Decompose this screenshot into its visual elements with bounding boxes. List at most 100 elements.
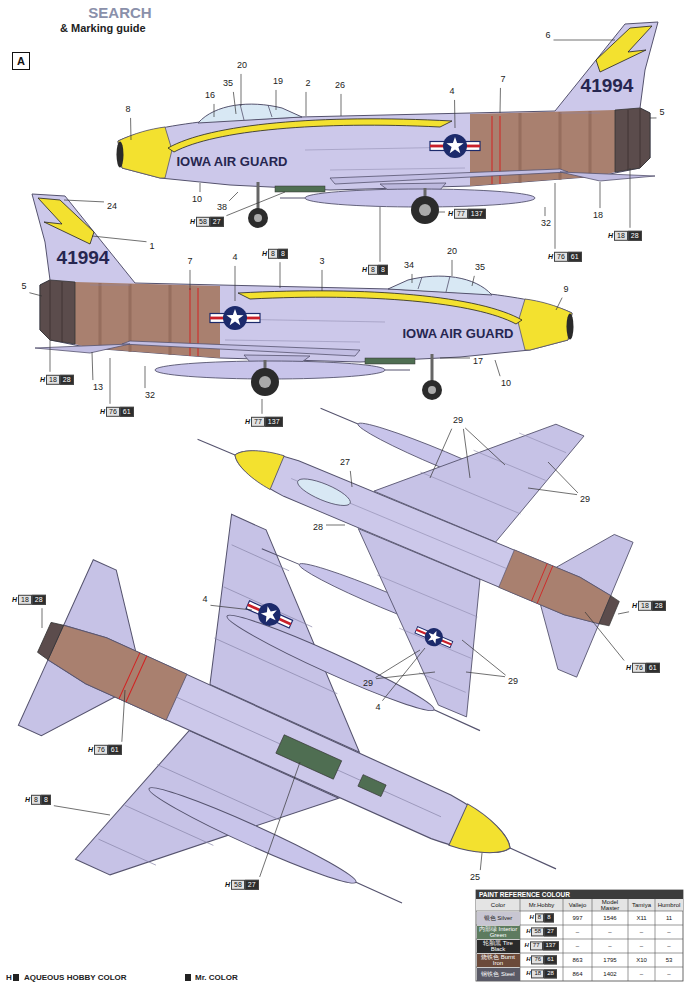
leader-line xyxy=(465,428,505,465)
paint-code: H xyxy=(626,664,631,672)
paint-code: H xyxy=(100,408,105,416)
table-cell: X11 xyxy=(636,915,646,922)
paint-code: 27 xyxy=(210,217,224,227)
callout-number: 28 xyxy=(313,523,323,533)
table-header: Vallejo xyxy=(563,899,592,911)
paint-code: 28 xyxy=(628,231,642,241)
table-frame xyxy=(476,890,683,981)
table-cell: 1795 xyxy=(603,957,616,964)
paint-callout: H7661 xyxy=(100,407,134,417)
leader-line xyxy=(466,672,505,677)
paint-code: 77 xyxy=(251,417,265,427)
callout-number: 1 xyxy=(149,242,154,252)
callout-number: 10 xyxy=(501,379,511,389)
callout-number: 2 xyxy=(305,79,310,89)
table-heading: PAINT REFERENCE COLOUR xyxy=(479,891,570,898)
section-letter-box: A xyxy=(12,52,30,70)
fuselage-marking: 41994 xyxy=(57,248,110,269)
leader-line xyxy=(548,462,578,493)
table-header: Color xyxy=(476,899,520,911)
callout-number: 5 xyxy=(659,108,664,118)
paint-code: 77 xyxy=(454,209,468,219)
leader-line xyxy=(110,358,111,404)
paint-code: 18 xyxy=(531,969,544,978)
paint-code: H xyxy=(632,602,637,610)
table-cell: – xyxy=(640,943,643,950)
leader-line xyxy=(438,212,445,213)
leader-line xyxy=(630,168,631,228)
national-insignia xyxy=(413,621,455,653)
leader-line xyxy=(200,183,201,192)
paint-code: 18 xyxy=(638,601,652,611)
top-view xyxy=(139,299,673,754)
legend-swatch: 轮胎黑 Tire Black xyxy=(477,940,520,953)
paint-code: 76 xyxy=(554,252,568,262)
callout-number: 6 xyxy=(545,31,550,41)
leader-line xyxy=(210,605,252,610)
leader-line xyxy=(585,612,624,660)
callout-number: 13 xyxy=(93,383,103,393)
callout-number: 4 xyxy=(375,703,380,713)
footer-note: H xyxy=(6,974,12,983)
table-cell: – xyxy=(640,929,643,936)
callout-number: 18 xyxy=(593,211,603,221)
paint-callout: H1828 xyxy=(632,601,666,611)
leader-line xyxy=(600,182,601,208)
table-cell: – xyxy=(667,943,670,950)
callout-number: 4 xyxy=(232,253,237,263)
table-title-band xyxy=(476,890,683,899)
leader-line xyxy=(650,117,656,118)
leader-line xyxy=(382,648,425,701)
paint-code: 27 xyxy=(544,927,557,936)
paint-callout: H7661 xyxy=(520,955,563,964)
section-letter: A xyxy=(17,53,25,69)
callout-number: 29 xyxy=(363,679,373,689)
paint-code: 76 xyxy=(106,407,120,417)
callout-number: 4 xyxy=(202,595,207,605)
paint-callout: H7661 xyxy=(88,745,122,755)
callout-number: 38 xyxy=(217,203,227,213)
table-header: Mr.Hobby xyxy=(520,899,563,911)
leader-line xyxy=(145,366,146,388)
leader-line xyxy=(554,40,615,41)
leader-line xyxy=(430,429,452,478)
legend-text: 烧铁色 Burnt Iron xyxy=(477,954,519,967)
legend-swatch: 银色 Silver xyxy=(477,912,520,925)
paint-code: 8 xyxy=(368,265,378,275)
paint-code: H xyxy=(529,914,533,921)
paint-code: H xyxy=(12,596,17,604)
leader-line xyxy=(54,806,110,815)
paint-code: H xyxy=(245,418,250,426)
leader-line xyxy=(29,293,42,296)
paint-callout: H7661 xyxy=(548,252,582,262)
paint-callout: H5827 xyxy=(225,880,259,890)
leader-line xyxy=(462,640,506,675)
paint-code: H xyxy=(190,218,195,226)
paint-code: 8 xyxy=(378,265,388,275)
callout-number: 29 xyxy=(453,416,463,426)
leader-line xyxy=(463,429,470,478)
leader-line xyxy=(50,340,51,372)
callout-number: 5 xyxy=(21,282,26,292)
leader-line xyxy=(326,525,345,526)
leader-line xyxy=(555,183,556,249)
paint-callout: H5827 xyxy=(520,927,563,936)
leader-line xyxy=(472,276,474,286)
paint-code: 61 xyxy=(544,955,557,964)
paint-code: 58 xyxy=(196,217,210,227)
fuselage-marking: IOWA AIR GUARD xyxy=(403,327,514,341)
leader-line xyxy=(92,236,147,242)
leader-line xyxy=(440,358,470,359)
leader-line xyxy=(618,612,629,614)
callout-number: 16 xyxy=(205,91,215,101)
paint-code: 8 xyxy=(535,913,544,922)
callout-number: 7 xyxy=(187,257,192,267)
table-header-band xyxy=(476,899,683,911)
table-cell: – xyxy=(576,943,579,950)
paint-code: H xyxy=(524,942,528,949)
callout-number: 29 xyxy=(580,495,590,505)
leader-line xyxy=(341,94,342,116)
leader-line xyxy=(122,690,125,742)
paint-callout: H77137 xyxy=(245,417,283,427)
